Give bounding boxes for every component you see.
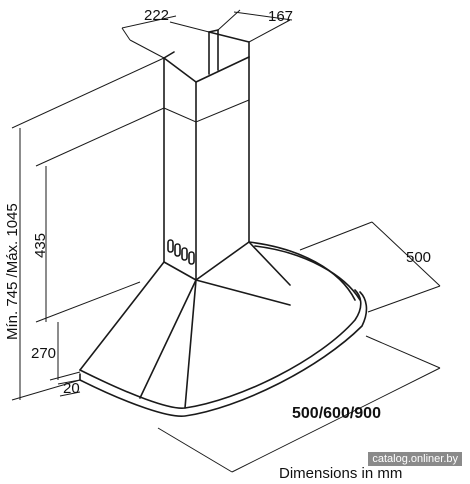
vent-slots-icon [167, 239, 195, 265]
dimension-lines [11, 9, 441, 473]
height-range-label: Mín. 745 /Máx. 1045 [4, 203, 21, 340]
chimney-depth-label: 167 [268, 8, 293, 25]
chimney-height-label: 435 [32, 233, 49, 258]
hood-depth-label: 500 [406, 249, 431, 266]
source-watermark: catalog.onliner.by [368, 452, 462, 466]
hood-height-label: 270 [31, 345, 56, 362]
units-caption: Dimensions in mm [279, 465, 403, 482]
chimney-width-label: 222 [144, 7, 169, 24]
hood-canopy [79, 241, 368, 417]
rim-label: 20 [63, 380, 80, 397]
chimney-outline [163, 29, 250, 281]
hood-width-label: 500/600/900 [292, 405, 381, 422]
